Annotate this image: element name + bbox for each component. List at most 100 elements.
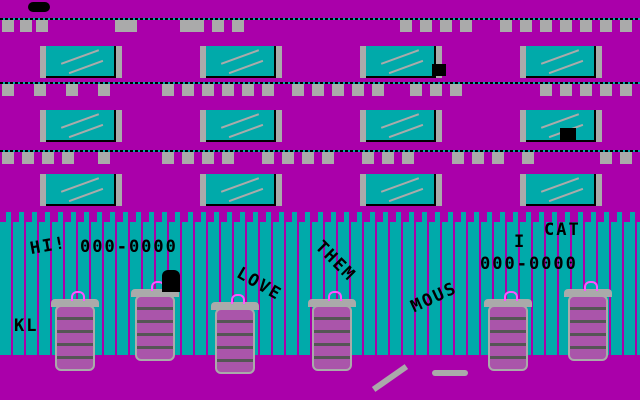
trash-can-lid (484, 299, 532, 307)
laundry-item (472, 152, 484, 164)
cat-player[interactable] (162, 270, 180, 292)
clothesline (0, 82, 640, 84)
laundry-item (492, 152, 504, 164)
laundry-item (115, 20, 127, 32)
player-initials: KL (14, 316, 39, 336)
laundry-item (125, 20, 137, 32)
lid-handle (504, 291, 518, 301)
trash-can[interactable] (564, 281, 612, 361)
laundry-item (232, 20, 244, 32)
laundry-item (560, 84, 572, 96)
window[interactable] (200, 110, 282, 142)
laundry-item (620, 20, 632, 32)
laundry-item (282, 152, 294, 164)
laundry-item (182, 84, 194, 96)
window[interactable] (360, 110, 442, 142)
current-score: 000-0000 (480, 254, 578, 274)
laundry-item (2, 152, 14, 164)
laundry-item (600, 84, 612, 96)
laundry-item (410, 84, 422, 96)
laundry-item (162, 84, 174, 96)
laundry-item (192, 20, 204, 32)
laundry-item (332, 84, 344, 96)
laundry-item (20, 20, 32, 32)
window[interactable] (40, 174, 122, 206)
mouse-sprite (432, 64, 446, 76)
trash-can-lid (131, 289, 179, 297)
lid-handle (231, 294, 245, 304)
window[interactable] (200, 46, 282, 78)
graffiti-cat: CAT (544, 220, 581, 240)
laundry-item (322, 152, 334, 164)
laundry-item (162, 152, 174, 164)
fence-top (0, 208, 640, 222)
laundry-item (580, 20, 592, 32)
trash-can-lid (564, 289, 612, 297)
lid-handle (328, 291, 342, 301)
laundry-item (262, 152, 274, 164)
laundry-item (580, 84, 592, 96)
laundry-item (62, 152, 74, 164)
laundry-item (362, 152, 374, 164)
laundry-item (452, 152, 464, 164)
laundry-item (540, 20, 552, 32)
laundry-item (352, 84, 364, 96)
laundry-item (540, 84, 552, 96)
window[interactable] (200, 174, 282, 206)
laundry-item (522, 152, 534, 164)
laundry-item (202, 84, 214, 96)
lid-handle (71, 291, 85, 301)
laundry-item (520, 20, 532, 32)
laundry-item (382, 152, 394, 164)
trash-can-lid (308, 299, 356, 307)
window[interactable] (40, 46, 122, 78)
laundry-item (2, 84, 14, 96)
laundry-item (620, 152, 632, 164)
laundry-item (450, 84, 462, 96)
laundry-item (440, 20, 452, 32)
laundry-item (2, 20, 14, 32)
laundry-item (402, 152, 414, 164)
trash-can[interactable] (51, 291, 99, 371)
laundry-item (620, 84, 632, 96)
bone-icon (432, 370, 468, 376)
window[interactable] (520, 174, 602, 206)
laundry-item (180, 20, 192, 32)
trash-can[interactable] (308, 291, 356, 371)
laundry-item (212, 20, 224, 32)
laundry-item (182, 152, 194, 164)
window[interactable] (520, 110, 602, 142)
laundry-item (292, 84, 304, 96)
laundry-item (372, 84, 384, 96)
lid-handle (584, 281, 598, 291)
laundry-item (242, 84, 254, 96)
laundry-item (420, 20, 432, 32)
laundry-item (42, 152, 54, 164)
clothesline (0, 18, 640, 20)
trash-can[interactable] (131, 281, 179, 361)
window[interactable] (520, 46, 602, 78)
laundry-item (34, 84, 46, 96)
trash-can[interactable] (211, 294, 259, 374)
laundry-item (500, 20, 512, 32)
laundry-item (98, 152, 110, 164)
laundry-item (222, 152, 234, 164)
trash-can-lid (211, 302, 259, 310)
laundry-item (66, 84, 78, 96)
laundry-item (600, 152, 612, 164)
laundry-item (302, 152, 314, 164)
spider-sprite (560, 128, 576, 140)
trash-can-lid (51, 299, 99, 307)
window[interactable] (40, 110, 122, 142)
graffiti-i: I (514, 232, 527, 252)
laundry-item (222, 84, 234, 96)
laundry-item (460, 20, 472, 32)
laundry-item (312, 84, 324, 96)
mouse-sprite (28, 2, 50, 12)
window[interactable] (360, 46, 442, 78)
clothesline (0, 150, 640, 152)
trash-can[interactable] (484, 291, 532, 371)
window[interactable] (360, 174, 442, 206)
laundry-item (262, 84, 274, 96)
